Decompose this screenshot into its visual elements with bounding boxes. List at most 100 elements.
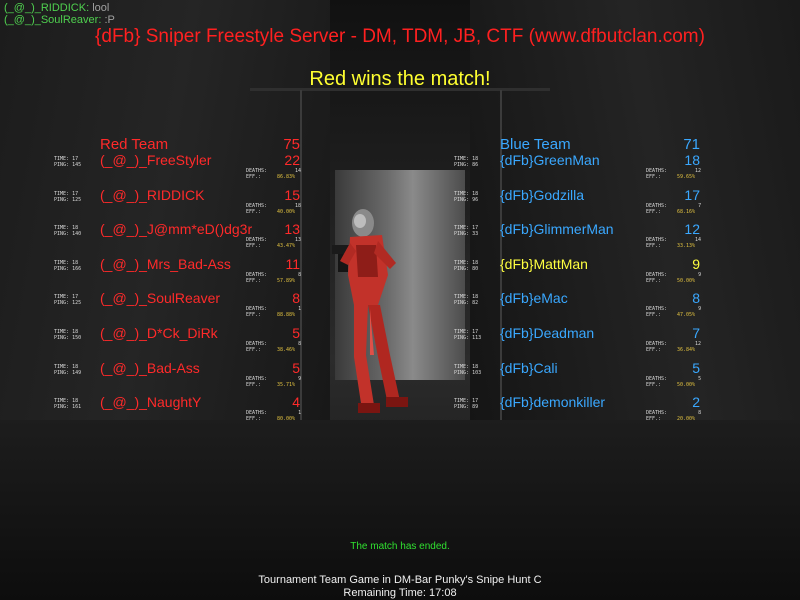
player-name: (_@_)_NaughtY bbox=[100, 394, 202, 411]
deaths-label: DEATHS: bbox=[646, 375, 668, 382]
player-score: 9 bbox=[692, 255, 700, 272]
player-efficiency: 40.00% bbox=[277, 208, 296, 215]
player-name: (_@_)_Mrs_Bad-Ass bbox=[100, 255, 231, 272]
player-time: 18 bbox=[472, 294, 479, 301]
player-efficiency: 47.05% bbox=[677, 312, 696, 319]
player-name: (_@_)_J@mm*eD()dg3r bbox=[100, 221, 253, 238]
player-efficiency: 50.00% bbox=[677, 277, 696, 284]
eff-label: EFF.: bbox=[246, 416, 262, 423]
player-name: (_@_)_RIDDICK bbox=[100, 186, 205, 203]
player-efficiency: 59.65% bbox=[677, 174, 696, 180]
player-time: 18 bbox=[72, 363, 79, 370]
player-score: 5 bbox=[692, 359, 700, 376]
ping-label: PING: bbox=[54, 300, 70, 307]
player-name: {dFb}demonkiller bbox=[500, 394, 606, 411]
player-time: 18 bbox=[472, 259, 479, 266]
player-deaths: 8 bbox=[698, 410, 702, 417]
player-score: 15 bbox=[284, 186, 300, 203]
chat-message: (_@_)_RIDDICK: lool bbox=[4, 2, 115, 14]
eff-label: EFF.: bbox=[246, 381, 262, 388]
player-efficiency: 86.83% bbox=[277, 174, 296, 180]
player-score: 2 bbox=[692, 394, 700, 411]
deaths-label: DEATHS: bbox=[646, 202, 668, 209]
player-efficiency: 36.84% bbox=[677, 347, 696, 353]
deaths-label: DEATHS: bbox=[246, 410, 268, 417]
player-ping: 80 bbox=[472, 265, 479, 272]
chat-message: (_@_)_SoulReaver: :P bbox=[4, 14, 115, 26]
player-deaths: 12 bbox=[695, 168, 702, 174]
player-time: 17 bbox=[72, 294, 79, 301]
player-ping: 96 bbox=[472, 196, 479, 203]
ping-label: PING: bbox=[54, 369, 70, 376]
blue-team-name: Blue Team bbox=[500, 136, 571, 153]
deaths-label: DEATHS: bbox=[646, 237, 668, 244]
player-deaths: 1 bbox=[298, 410, 302, 417]
ping-label: PING: bbox=[454, 231, 470, 238]
time-label: TIME: bbox=[54, 398, 70, 405]
player-name: {dFb}GreenMan bbox=[500, 152, 600, 168]
deaths-label: DEATHS: bbox=[646, 341, 668, 347]
time-label: TIME: bbox=[54, 259, 70, 266]
time-label: TIME: bbox=[454, 398, 470, 405]
player-efficiency: 43.47% bbox=[277, 243, 296, 250]
player-time: 17 bbox=[472, 225, 479, 232]
time-label: TIME: bbox=[454, 294, 470, 301]
player-time: 18 bbox=[472, 156, 479, 162]
time-label: TIME: bbox=[54, 363, 70, 370]
player-deaths: 18 bbox=[295, 202, 302, 209]
player-efficiency: 35.71% bbox=[277, 381, 296, 388]
player-deaths: 9 bbox=[698, 306, 702, 313]
red-team-name: Red Team bbox=[100, 136, 169, 153]
ping-label: PING: bbox=[54, 265, 70, 272]
player-deaths: 5 bbox=[698, 375, 702, 382]
player-name: {dFb}Deadman bbox=[500, 325, 595, 341]
ping-label: PING: bbox=[454, 335, 470, 341]
chat-sender: (_@_)_RIDDICK: bbox=[4, 2, 90, 14]
eff-label: EFF.: bbox=[646, 277, 662, 284]
wall-edge-right bbox=[500, 90, 502, 420]
ceiling-beam bbox=[250, 88, 550, 91]
player-ping: 150 bbox=[72, 335, 82, 341]
player-score: 4 bbox=[292, 394, 300, 411]
eff-label: EFF.: bbox=[246, 208, 262, 215]
player-time: 17 bbox=[72, 190, 79, 197]
ping-label: PING: bbox=[454, 300, 470, 307]
chat-text: lool bbox=[92, 2, 110, 14]
deaths-label: DEATHS: bbox=[246, 237, 268, 244]
chat-text: :P bbox=[104, 14, 115, 26]
time-label: TIME: bbox=[454, 225, 470, 232]
player-score: 5 bbox=[292, 325, 300, 341]
player-efficiency: 57.89% bbox=[277, 277, 296, 284]
player-score: 5 bbox=[292, 359, 300, 376]
player-ping: 166 bbox=[72, 265, 82, 272]
player-score: 18 bbox=[684, 152, 700, 168]
time-label: TIME: bbox=[454, 190, 470, 197]
player-ping: 125 bbox=[72, 196, 82, 203]
ping-label: PING: bbox=[54, 335, 70, 341]
player-score: 11 bbox=[285, 255, 300, 272]
player-score: 12 bbox=[684, 221, 700, 238]
time-label: TIME: bbox=[454, 329, 470, 335]
player-ping: 140 bbox=[72, 231, 82, 238]
time-label: TIME: bbox=[454, 259, 470, 266]
ping-label: PING: bbox=[454, 404, 470, 411]
eff-label: EFF.: bbox=[646, 312, 662, 319]
